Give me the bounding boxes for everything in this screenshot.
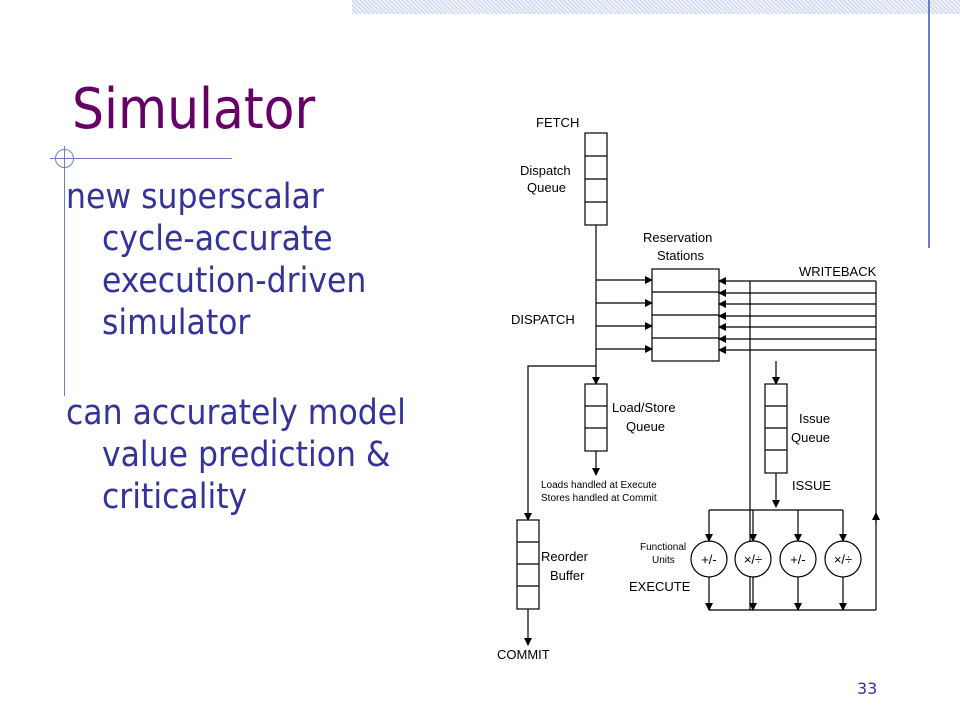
bullet-item: can accurately model value prediction & …	[66, 393, 406, 517]
fu-label-1: Functional	[640, 542, 686, 553]
issue-label: ISSUE	[792, 478, 831, 493]
lsq-label-1: Load/Store	[612, 400, 676, 415]
slide-title: Simulator	[72, 77, 316, 142]
bullet-item: new superscalar cycle-accurate execution…	[66, 177, 367, 343]
dispatch-label: DISPATCH	[511, 312, 575, 327]
pipeline-diagram: FETCH Dispatch Queue Reservation Station…	[497, 115, 880, 662]
page-number: 33	[857, 679, 878, 698]
fu-mul-label: ×/÷	[834, 552, 852, 567]
stores-note: Stores handled at Commit	[541, 493, 657, 504]
loads-note: Loads handled at Execute	[541, 480, 657, 491]
fu-label-2: Units	[652, 555, 675, 566]
bullet-list: new superscalar cycle-accurate execution…	[66, 176, 426, 566]
load-store-queue-box	[584, 383, 608, 452]
execute-label: EXECUTE	[629, 579, 691, 594]
fu-add-label: +/-	[790, 552, 806, 567]
dispatch-queue-label-1: Dispatch	[520, 163, 571, 178]
issue-queue-label-2: Queue	[791, 430, 830, 445]
fetch-label: FETCH	[536, 115, 579, 130]
title-underline	[50, 158, 232, 159]
fu-circle-add	[779, 540, 817, 578]
decorative-circle	[55, 149, 74, 168]
decorative-left-line	[64, 146, 65, 396]
reorder-label-2: Buffer	[550, 568, 585, 583]
fu-add-label: +/-	[701, 552, 717, 567]
issue-queue-label-1: Issue	[799, 411, 830, 426]
fu-circle-mul	[734, 540, 772, 578]
lsq-label-2: Queue	[626, 419, 665, 434]
reservation-label-2: Stations	[657, 248, 704, 263]
reservation-label-1: Reservation	[643, 230, 712, 245]
commit-label: COMMIT	[497, 647, 550, 662]
top-hatch-bar	[352, 0, 960, 14]
dispatch-queue-label-2: Queue	[527, 180, 566, 195]
fu-mul-label: ×/÷	[744, 552, 762, 567]
fu-circle-add	[690, 540, 728, 578]
writeback-label: WRITEBACK	[799, 264, 877, 279]
fu-circle-mul	[824, 540, 862, 578]
reorder-label-1: Reorder	[541, 549, 589, 564]
decorative-right-line	[928, 0, 930, 248]
